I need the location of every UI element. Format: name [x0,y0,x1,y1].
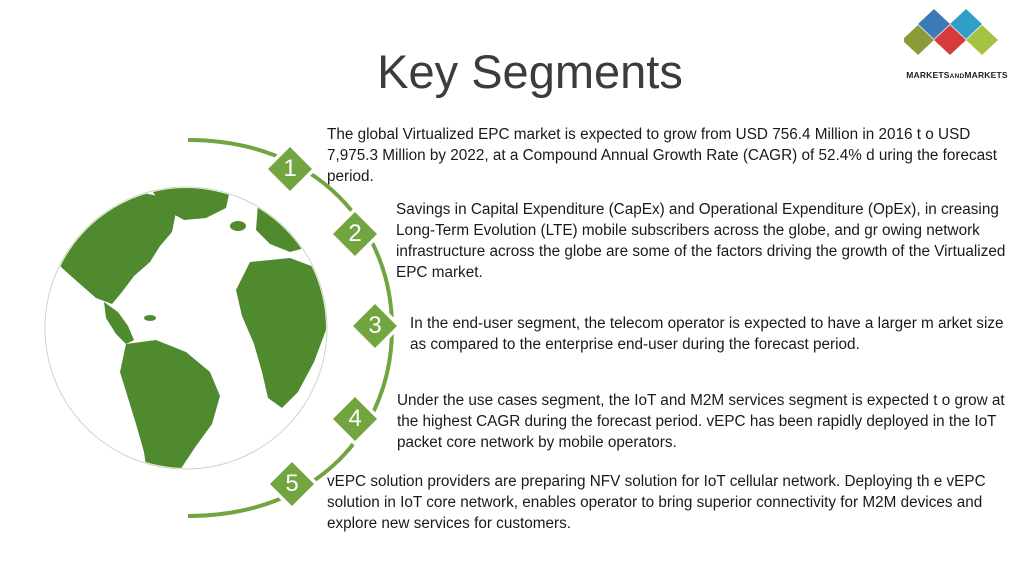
logo-diamonds-icon [904,9,998,55]
diamond-badge-icon [328,207,382,261]
segment-text-4: Under the use cases segment, the IoT and… [397,392,1005,451]
slide-title: Key Segments [377,45,683,98]
globe-icon [44,186,328,470]
segment-text-5: vEPC solution providers are preparing NF… [327,473,986,532]
diamond-badge-icon [348,299,402,353]
segment-badge-5: 5 [264,456,320,512]
diamond-badge-icon [263,142,317,196]
segment-text-2: Savings in Capital Expenditure (CapEx) a… [396,201,1006,281]
diamond-badge-icon [265,457,319,511]
segment-number: 1 [283,155,297,182]
segment-badge-2: 2 [327,206,383,262]
diamond-badge-icon [328,392,382,446]
company-logo: MARKETSANDMARKETS [886,0,1024,92]
segment-number: 2 [348,220,362,247]
logo-wordmark: MARKETSANDMARKETS [906,70,1008,80]
segment-badge-1: 1 [262,141,318,197]
segment-number: 3 [368,312,382,339]
segment-text-1: The global Virtualized EPC market is exp… [327,126,998,185]
segment-badge-3: 3 [347,298,403,354]
segment-number: 4 [348,405,362,432]
segment-badge-4: 4 [327,391,383,447]
segment-text-3: In the end-user segment, the telecom ope… [410,315,1004,353]
segment-number: 5 [285,470,299,497]
